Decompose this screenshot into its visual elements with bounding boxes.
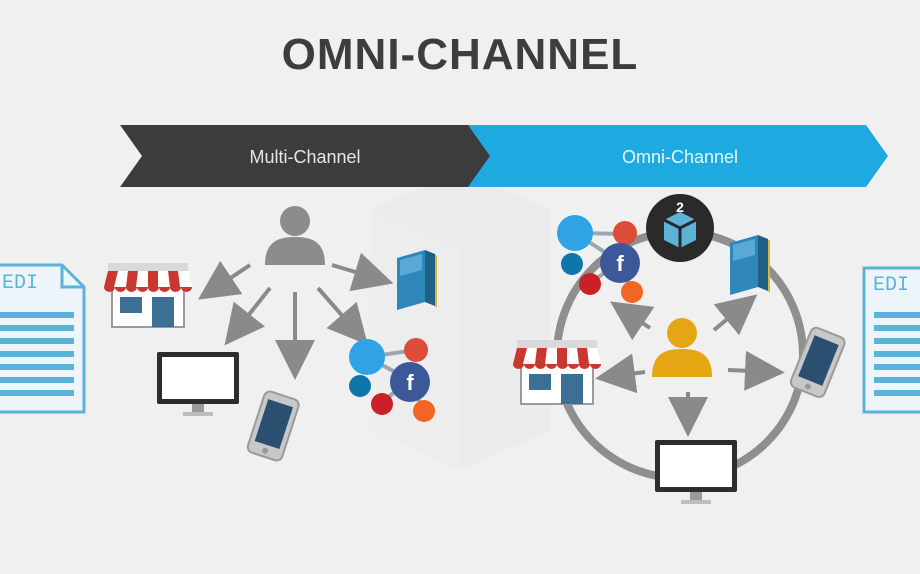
omni-channel-label: Omni-Channel xyxy=(621,147,739,167)
multi-channel-label: Multi-Channel xyxy=(249,147,361,167)
multi-store-icon xyxy=(103,262,193,328)
svg-text:f: f xyxy=(406,370,414,395)
multi-monitor-icon xyxy=(157,352,239,416)
rss-icon xyxy=(621,281,643,303)
brand-logo-icon: 2 xyxy=(646,194,714,262)
rss-icon xyxy=(413,400,435,422)
edi-left-label: EDI xyxy=(2,272,39,295)
pinterest-icon xyxy=(579,273,601,295)
edi-right-label: EDI xyxy=(873,274,910,297)
multi-channel-banner xyxy=(120,125,492,187)
facebook-icon xyxy=(600,243,640,283)
omni-store-icon xyxy=(512,339,602,405)
omni-social-cluster-icon: f xyxy=(557,215,643,303)
omni-catalog-icon xyxy=(730,235,770,295)
omni-channel-banner xyxy=(468,125,888,187)
edi-document-left-icon xyxy=(0,263,86,414)
omni-channel-arrows xyxy=(595,294,785,437)
multi-phone-icon xyxy=(245,389,302,463)
watermark-cube xyxy=(370,170,550,470)
multi-social-cluster-icon: f xyxy=(349,338,435,422)
linkedin-icon xyxy=(561,253,583,275)
twitter-icon xyxy=(557,215,593,251)
multi-channel-arrows xyxy=(198,252,394,380)
svg-text:f: f xyxy=(616,251,624,276)
pinterest-icon xyxy=(371,393,393,415)
linkedin-icon xyxy=(349,375,371,397)
multi-channel-user-icon xyxy=(265,206,325,265)
svg-text:2: 2 xyxy=(676,199,684,215)
google-plus-icon xyxy=(613,221,637,245)
multi-catalog-icon xyxy=(397,250,437,310)
edi-document-right-icon xyxy=(862,266,920,414)
omni-channel-user-icon xyxy=(652,318,712,377)
twitter-icon xyxy=(349,339,385,375)
page-title: OMNI-CHANNEL xyxy=(281,30,639,79)
facebook-icon xyxy=(390,362,430,402)
google-plus-icon xyxy=(404,338,428,362)
omni-monitor-icon xyxy=(655,440,737,504)
